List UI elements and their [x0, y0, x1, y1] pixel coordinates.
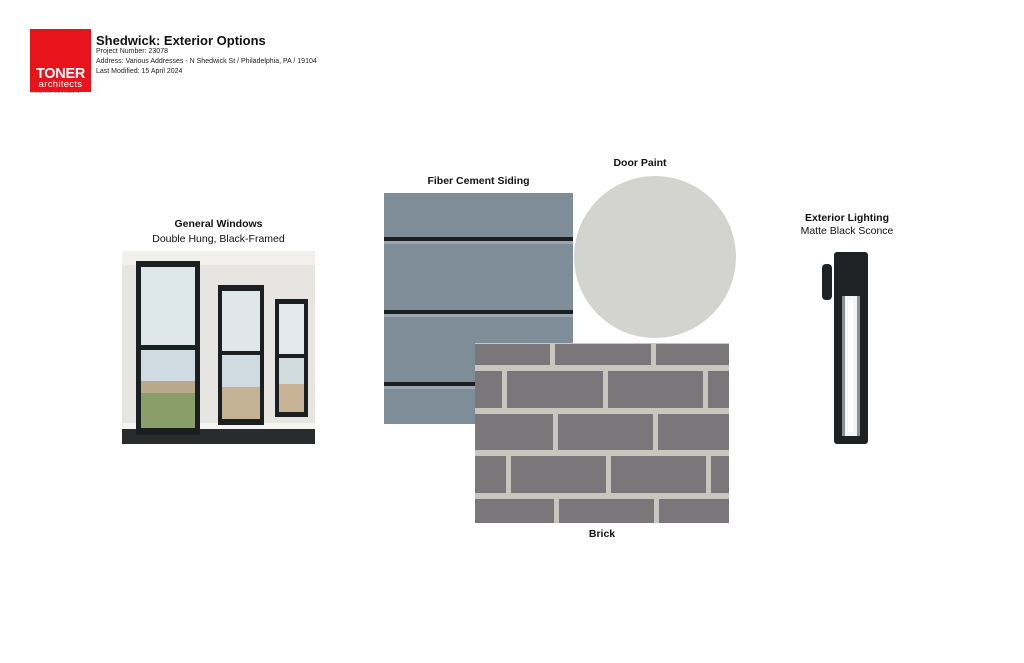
- logo-sub: architects: [38, 79, 83, 90]
- windows-image: [122, 251, 315, 444]
- last-modified: Last Modified: 15 April 2024: [96, 68, 183, 75]
- siding-title: Fiber Cement Siding: [427, 175, 530, 187]
- toner-logo: TONER architects: [30, 29, 91, 92]
- windows-subtitle: Double Hung, Black-Framed: [152, 233, 285, 245]
- project-address: Address: Various Addresses - N Shedwick …: [96, 58, 317, 65]
- windows-title: General Windows: [174, 218, 263, 230]
- door-paint-title: Door Paint: [613, 157, 667, 169]
- lighting-subtitle: Matte Black Sconce: [800, 225, 894, 237]
- door-paint-swatch: [574, 176, 736, 338]
- logo-copyright: Copyright 2024, Toner Architects, Inc.: [31, 90, 81, 94]
- brick-swatch: [475, 343, 729, 523]
- project-number: Project Number: 23078: [96, 48, 168, 55]
- logo-name: TONER: [36, 66, 85, 82]
- lighting-title: Exterior Lighting: [805, 212, 889, 224]
- brick-title: Brick: [588, 528, 616, 540]
- sconce-image: [818, 252, 872, 444]
- page-title: Shedwick: Exterior Options: [96, 33, 266, 48]
